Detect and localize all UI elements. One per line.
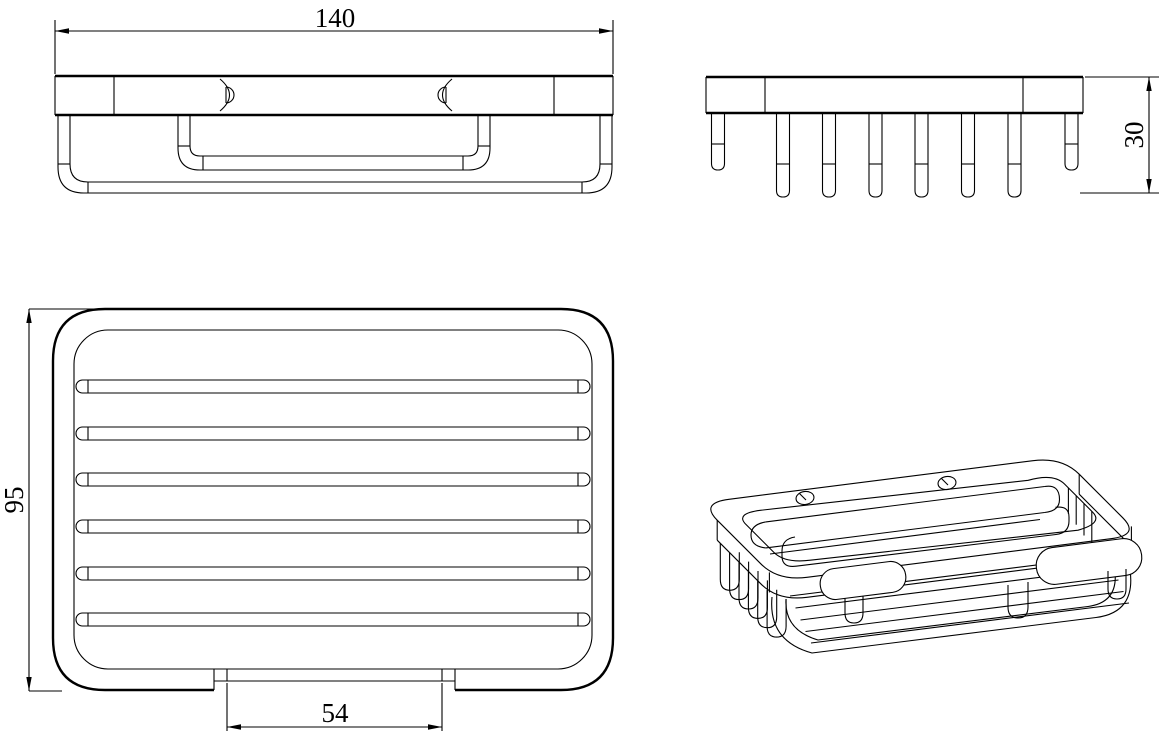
rail-under-wire (769, 518, 1041, 555)
plan-view: 95 54 (0, 307, 615, 731)
side-wire-prongs (710, 113, 1079, 198)
arrowhead (227, 724, 241, 730)
keyhole-bump (437, 86, 447, 104)
dimension-label-slot: 54 (322, 698, 350, 728)
plan-dimension-95: 95 (0, 308, 115, 692)
front-view: 140 (54, 3, 614, 194)
side-rail (705, 75, 1084, 115)
arrowhead (599, 28, 613, 34)
bottom-wire-line (805, 590, 1124, 633)
rail-front-top-edge (765, 485, 1045, 523)
wire-hook (1107, 569, 1127, 600)
screw-hole-tick (941, 478, 949, 486)
slat (75, 472, 591, 487)
prong (960, 113, 976, 198)
front-dimension-140: 140 (54, 3, 614, 74)
slat (75, 426, 591, 441)
rim-inner-edge (73, 329, 593, 670)
prong (710, 113, 726, 171)
plan-dimension-54: 54 (226, 683, 443, 731)
keyhole-arc (441, 78, 453, 112)
arrowhead (1146, 179, 1152, 193)
wire-hook (844, 596, 864, 624)
rim-outer-edge (51, 307, 615, 692)
rail-face (55, 76, 613, 115)
screw-hole-tick (799, 493, 807, 501)
rail-front-bottom-edge (765, 511, 1045, 549)
front-inner-wire-frame (177, 115, 491, 171)
bottom-wire-line (810, 602, 1130, 644)
arrowhead (26, 677, 32, 691)
front-outer-wire-frame (57, 115, 613, 194)
prong (1064, 113, 1079, 171)
front-keyhole-left (219, 78, 235, 112)
arrowhead (428, 724, 442, 730)
side-view: 30 (705, 75, 1159, 198)
iso-right-slat-ends (1067, 487, 1093, 547)
prong (775, 113, 791, 198)
dimension-label-depth: 95 (0, 487, 29, 514)
slat (75, 379, 591, 394)
arrowhead (1146, 77, 1152, 91)
iso-back-rail (750, 475, 1061, 555)
screw-hole (937, 475, 957, 491)
iso-front-rail-left-cap (819, 560, 907, 601)
prong (1007, 113, 1022, 198)
slat (75, 566, 591, 581)
slat-loop (766, 590, 787, 638)
rail-right-cap (1044, 485, 1061, 514)
keyhole-arc (219, 78, 231, 112)
inner-wire-inner-edge (189, 115, 479, 157)
rail-left-cap (750, 521, 766, 549)
outer-wire-outer-edge (57, 115, 613, 194)
screw-hole (795, 490, 815, 506)
iso-left-slat-loops (719, 543, 787, 638)
side-dimension-30: 30 (1080, 76, 1159, 194)
prong (914, 113, 929, 198)
arrowhead (55, 28, 69, 34)
plan-slats (75, 379, 591, 627)
slat (75, 612, 591, 627)
wire-hook (1007, 582, 1029, 619)
iso-front-rail-right-cap (1035, 538, 1143, 585)
keyhole-bump (225, 86, 235, 104)
outer-wire-inner-edge (69, 115, 601, 183)
slat (75, 519, 591, 534)
plan-front-cutout (213, 669, 456, 690)
front-back-rail (54, 74, 614, 117)
dimension-label-height: 30 (1119, 122, 1149, 149)
bottom-frame-inner (785, 571, 1116, 641)
bottom-wire-line (800, 579, 1119, 621)
front-keyhole-right (437, 78, 453, 112)
dimension-label-width: 140 (315, 3, 356, 33)
iso-inner-wire-loop (781, 506, 1070, 567)
arrowhead (26, 309, 32, 323)
prong (868, 113, 883, 198)
inner-wire-outer-edge (177, 115, 491, 171)
iso-rim-top-inner (742, 476, 1097, 562)
rail-face (706, 77, 1083, 113)
prong (821, 113, 837, 198)
isometric-view (710, 459, 1143, 654)
bottom-frame-outer (771, 569, 1132, 654)
iso-front-hooks (844, 569, 1127, 624)
